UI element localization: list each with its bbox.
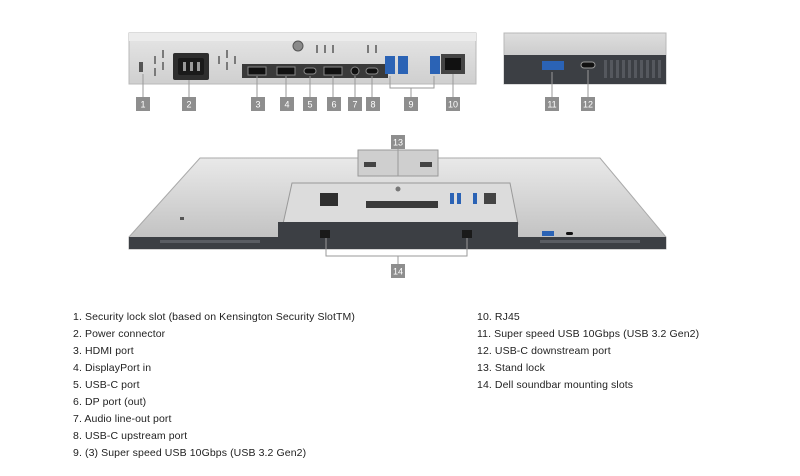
callout-number: 8	[370, 100, 375, 110]
legend-right-column: 10. RJ45 11. Super speed USB 10Gbps (USB …	[477, 309, 699, 394]
audio-out-port-icon	[350, 66, 360, 76]
callout-6: 6	[327, 97, 341, 111]
callout-box	[280, 97, 294, 111]
callout-7: 7	[348, 97, 362, 111]
legend-item: 6. DP port (out)	[73, 396, 147, 408]
callout-number: 12	[583, 100, 593, 110]
callout-number: 3	[255, 100, 260, 110]
callout-number: 7	[352, 100, 357, 110]
callout-box	[404, 97, 418, 111]
leader-lines	[142, 70, 589, 264]
soundbar-slot-left-icon	[320, 230, 330, 238]
leader-line	[389, 76, 435, 97]
callout-box	[545, 97, 559, 111]
dp-out-port-icon	[323, 66, 343, 76]
callout-8: 8	[366, 97, 380, 111]
callout-9: 9	[404, 97, 418, 111]
leader-line	[325, 238, 468, 264]
callout-10: 10	[446, 97, 460, 111]
legend-item: 7. Audio line-out port	[73, 413, 172, 425]
callout-number: 5	[307, 100, 312, 110]
side-usb-c-port-icon	[580, 61, 596, 69]
callout-14: 14	[391, 264, 405, 278]
legend-item: 10. RJ45	[477, 311, 520, 323]
monitor-rear-view	[128, 149, 667, 250]
callout-number: 9	[408, 100, 413, 110]
callout-number: 10	[448, 100, 458, 110]
callout-11: 11	[545, 97, 559, 111]
legend-item: 4. DisplayPort in	[73, 362, 152, 374]
callout-4: 4	[280, 97, 294, 111]
displayport-in-icon	[276, 66, 296, 76]
callout-box	[182, 97, 196, 111]
usb-a-ports-icon	[385, 56, 440, 74]
callout-5: 5	[303, 97, 317, 111]
callout-number: 1	[140, 100, 145, 110]
callout-box	[391, 135, 405, 149]
callout-box	[366, 97, 380, 111]
legend-item: 5. USB-C port	[73, 379, 140, 391]
callout-2: 2	[182, 97, 196, 111]
legend-left-column: 1. Security lock slot (based on Kensingt…	[73, 309, 355, 462]
legend-item: 1. Security lock slot (based on Kensingt…	[73, 311, 355, 323]
rj45-port-icon	[441, 54, 465, 74]
callout-12: 12	[581, 97, 595, 111]
hdmi-port-icon	[247, 66, 267, 76]
legend-item: 14. Dell soundbar mounting slots	[477, 379, 634, 391]
callout-number: 13	[393, 138, 403, 148]
side-ports-closeup	[503, 32, 667, 85]
callout-box	[251, 97, 265, 111]
callout-box	[391, 264, 405, 278]
callout-number: 14	[393, 267, 403, 277]
callout-box	[348, 97, 362, 111]
callout-number: 11	[547, 100, 556, 110]
usb-c-upstream-port-icon	[365, 67, 379, 75]
power-connector-icon	[173, 53, 209, 80]
callout-box	[327, 97, 341, 111]
legend-item: 13. Stand lock	[477, 362, 545, 374]
usb-c-port-icon	[303, 67, 317, 75]
callout-box	[446, 97, 460, 111]
legend-item: 9. (3) Super speed USB 10Gbps (USB 3.2 G…	[73, 447, 307, 459]
callout-number: 2	[186, 100, 191, 110]
callout-number: 4	[284, 100, 289, 110]
callout-number: 6	[331, 100, 336, 110]
side-usb-a-port-icon	[542, 61, 564, 70]
rear-io-closeup	[128, 32, 477, 85]
legend-item: 12. USB-C downstream port	[477, 345, 611, 357]
callout-box	[303, 97, 317, 111]
screw-icon	[292, 40, 304, 52]
security-slot-icon	[139, 62, 143, 72]
soundbar-slot-right-icon	[462, 230, 472, 238]
legend-item: 3. HDMI port	[73, 345, 134, 357]
callout-box	[136, 97, 150, 111]
legend-item: 2. Power connector	[73, 328, 166, 340]
callout-3: 3	[251, 97, 265, 111]
legend-item: 11. Super speed USB 10Gbps (USB 3.2 Gen2…	[477, 328, 700, 340]
callout-box	[581, 97, 595, 111]
callout-1: 1	[136, 97, 150, 111]
callout-13: 13	[391, 135, 405, 149]
legend-item: 8. USB-C upstream port	[73, 430, 188, 442]
